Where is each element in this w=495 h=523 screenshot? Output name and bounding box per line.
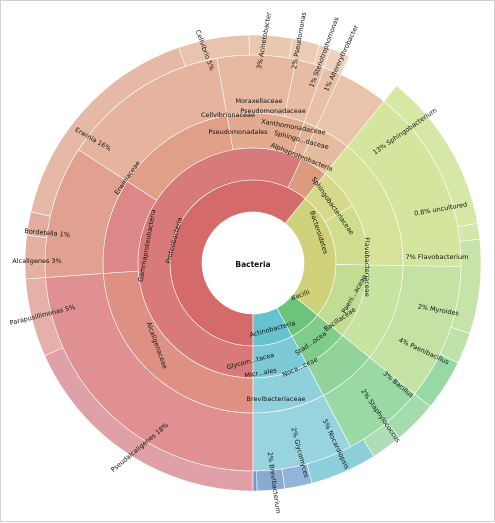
wedge-label: Moraxellaceae — [235, 97, 282, 105]
wedge-label: Flavobacteriaceae — [363, 237, 371, 297]
center-label: Bacteria — [235, 260, 270, 269]
wedge-label: Brevibacteriaceae — [247, 395, 306, 403]
wedge-other[interactable] — [252, 470, 258, 492]
wedge-label: Alcaligenes 3% — [12, 257, 61, 265]
wedge-acinetobacter[interactable] — [248, 34, 293, 59]
wedge-label: Pseudomonadaceae — [240, 107, 306, 115]
wedge-label: Cellvibrionaceae — [201, 111, 255, 119]
wedge-label: 7% Flavobacterium — [406, 253, 469, 261]
wedge-label: Pseudomonadales — [208, 128, 268, 136]
center-hole — [202, 212, 304, 314]
wedge-label: Bordetella 1% — [24, 227, 70, 239]
wedge-uncultured[interactable] — [457, 223, 481, 242]
wedge-other[interactable] — [333, 52, 350, 75]
